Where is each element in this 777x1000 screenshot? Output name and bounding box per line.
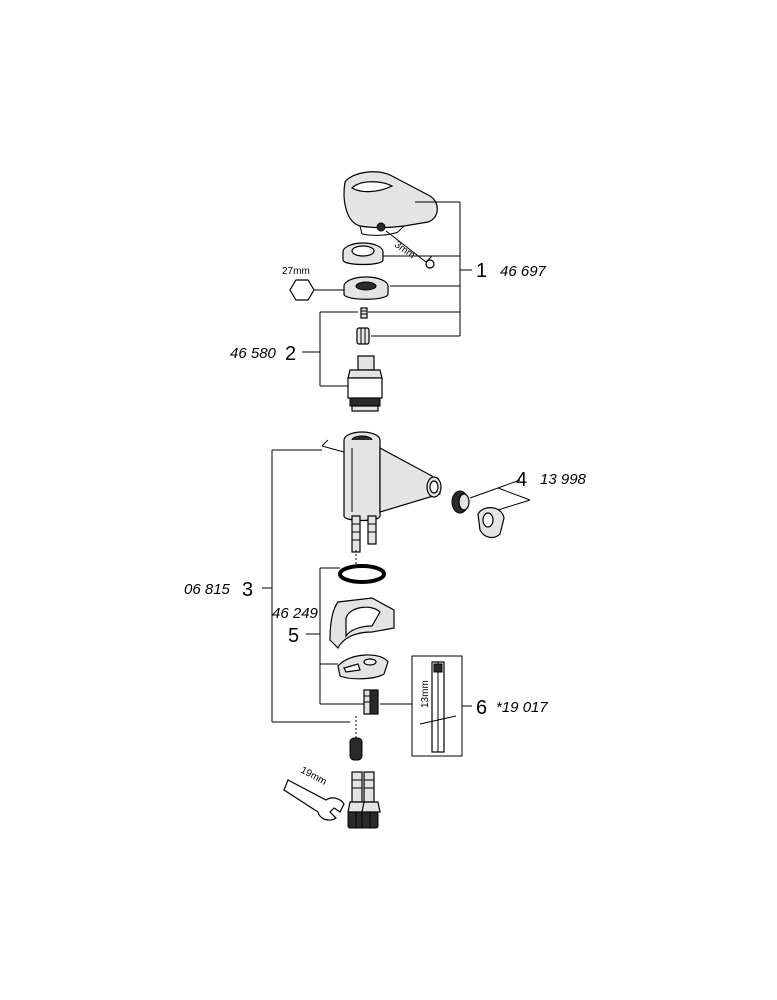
hex-key-size-label: 3mm [392,239,417,261]
aerator [451,490,470,514]
callout-6-number: 6 [476,697,487,719]
callout-3-bracket [262,449,350,723]
cartridge-nut [343,276,389,300]
callout-3-number: 3 [242,579,253,601]
callout-2-code: 46 580 [230,345,277,362]
hose-connectors [347,771,381,829]
callout-4-code: 13 998 [540,471,587,488]
lower-pull-rod [349,716,363,761]
hex-27mm-label: 27mm [282,266,310,277]
callout-1-number: 1 [476,260,487,282]
o-ring [338,564,386,584]
spindle-adapter [356,327,370,345]
socket-tool-box: 13mm [411,655,463,757]
hex-27mm-icon: 27mm [282,266,344,301]
threaded-stud [363,689,379,715]
callout-1-code: 46 697 [500,263,547,280]
socket-size-label: 13mm [420,680,431,708]
cartridge [347,355,383,412]
callout-5-code: 46 249 [272,605,319,622]
callout-5-bracket [306,567,364,705]
callout-3-code: 06 815 [184,581,231,598]
pop-up-rod [321,439,345,453]
callout-1-bracket [368,201,472,337]
tap-body [343,431,442,522]
callout-2-bracket [302,311,358,387]
lever-handle [343,171,438,236]
mounting-plate [329,597,395,650]
flow-knob [477,507,505,539]
callout-4-bracket [469,479,531,511]
wrench-size-label: 19mm [299,765,329,788]
callout-6-bracket [380,703,472,707]
cover-ring [342,242,384,266]
fixing-washer [337,654,389,680]
callout-6-code: *19 017 [496,699,548,716]
wrench-19mm-icon: 19mm [283,765,345,821]
flexible-hoses-upper [351,515,377,553]
small-screw [360,307,368,319]
callout-4-number: 4 [516,469,527,491]
callout-5-number: 5 [288,625,299,647]
callout-2-number: 2 [285,343,296,365]
grub-screw-and-hex-key: 3mm [376,222,435,269]
